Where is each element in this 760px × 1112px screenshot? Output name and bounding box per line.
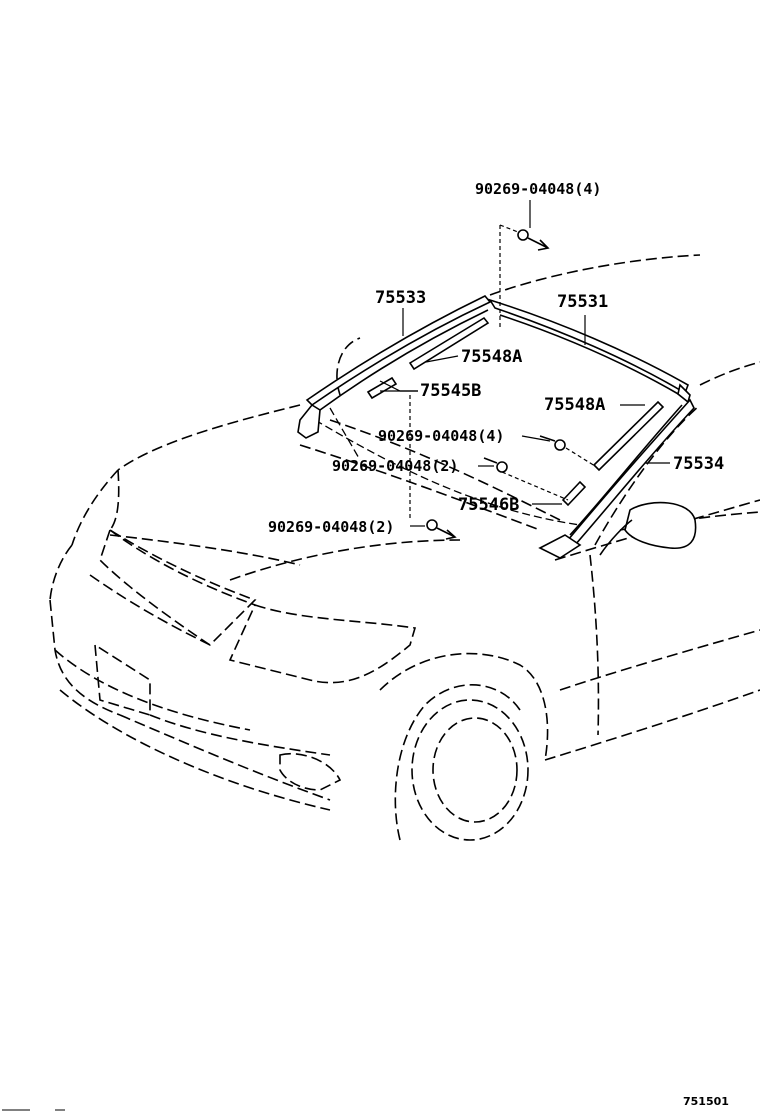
clip-mid	[539, 435, 566, 451]
label-75534: 75534	[673, 454, 724, 474]
label-75533: 75533	[375, 288, 426, 308]
label-75531: 75531	[557, 292, 608, 312]
reference-number: 751501	[683, 1095, 729, 1108]
callout-labels: 90269-04048(4) 75533 75531 75548A 75545B…	[268, 180, 724, 536]
label-clip-low: 90269-04048(2)	[268, 518, 394, 536]
clip-top	[517, 229, 550, 251]
moulding-75548a-right	[592, 400, 665, 472]
clip-mid2	[483, 457, 508, 473]
label-75548a-right: 75548A	[544, 395, 605, 415]
left-moulding-75533	[297, 295, 492, 439]
moulding-75546b	[561, 480, 587, 507]
label-clip-top: 90269-04048(4)	[475, 180, 601, 198]
leader-lines	[379, 200, 670, 527]
label-clip-mid2: 90269-04048(2)	[332, 457, 458, 475]
moulding-75545b	[366, 376, 398, 400]
clip-low	[426, 519, 457, 540]
right-moulding-75534	[538, 398, 695, 559]
label-75545b: 75545B	[420, 381, 481, 401]
label-75548a-left: 75548A	[461, 347, 522, 367]
car-body-outline	[49, 254, 760, 841]
moulding-75548a-left	[408, 316, 490, 371]
label-clip-mid: 90269-04048(4)	[378, 427, 504, 445]
label-75546b: 75546B	[458, 495, 519, 515]
side-mirror	[599, 501, 697, 556]
